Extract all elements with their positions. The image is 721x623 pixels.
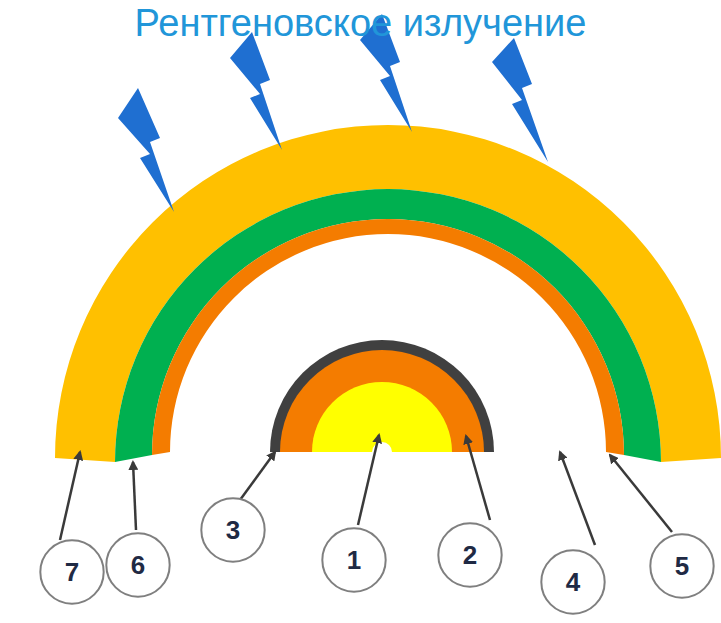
- orange-shell: [280, 350, 484, 452]
- yellow-core: [312, 382, 452, 452]
- callout-number: 3: [200, 497, 266, 563]
- callout-circle: 5: [649, 533, 715, 599]
- callout-circle: 2: [437, 522, 503, 588]
- title: Рентгеновское излучение: [0, 2, 721, 45]
- callout-circle: 3: [200, 497, 266, 563]
- callout-number: 7: [39, 539, 105, 605]
- leader-arrows: [60, 435, 672, 545]
- green-band: [115, 189, 661, 462]
- callout-circle: 6: [105, 532, 171, 598]
- callout-number: 4: [540, 549, 606, 615]
- callout-circle: 1: [321, 527, 387, 593]
- callout-circle: 4: [540, 549, 606, 615]
- callout-number: 6: [105, 532, 171, 598]
- callout-number: 5: [649, 533, 715, 599]
- callout-number: 1: [321, 527, 387, 593]
- callout-number: 2: [437, 522, 503, 588]
- callout-circle: 7: [39, 539, 105, 605]
- orange-band: [152, 219, 624, 455]
- dark-shell: [270, 340, 494, 452]
